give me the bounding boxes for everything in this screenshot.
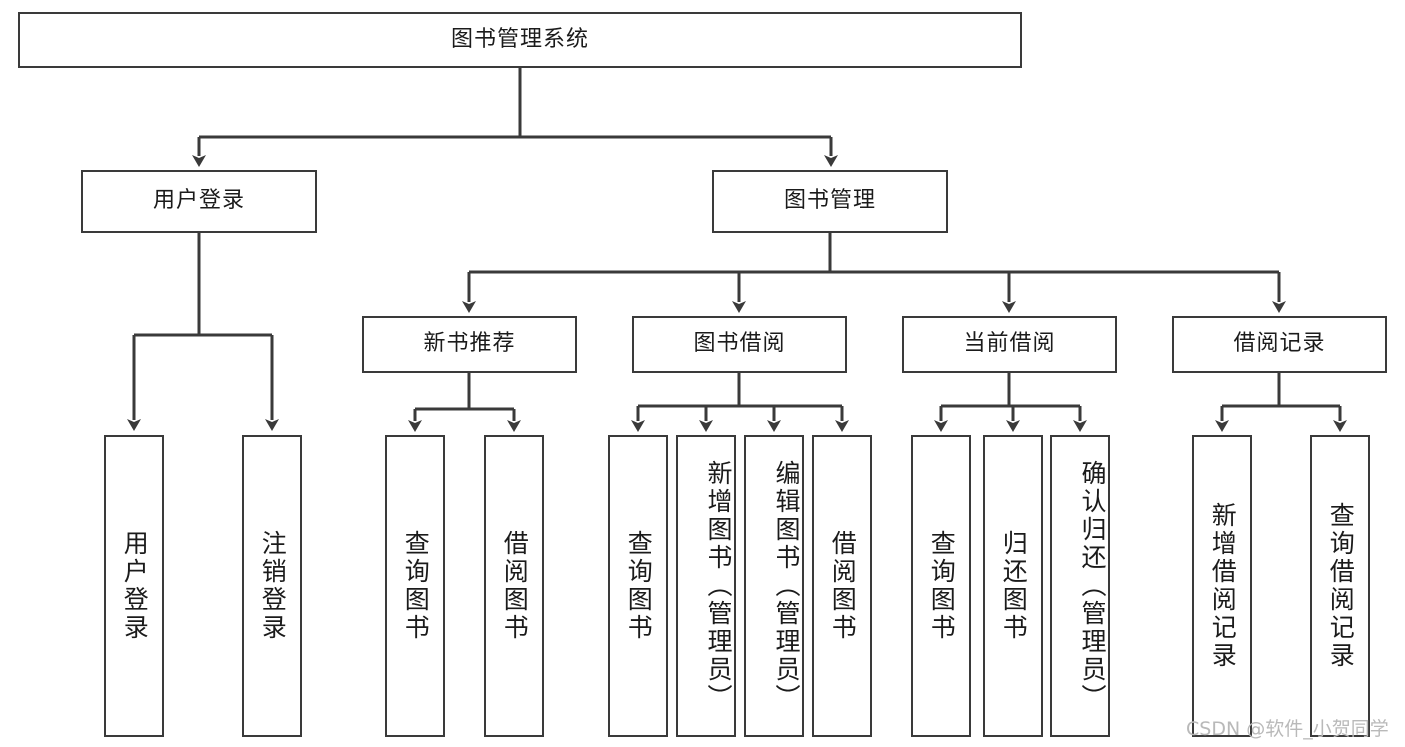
leaf-add-record[interactable]: 新增借阅记录 (1192, 435, 1252, 737)
node-book-manage[interactable]: 图书管理 (712, 170, 948, 233)
leaf-query-record[interactable]: 查询借阅记录 (1310, 435, 1370, 737)
node-borrow-record[interactable]: 借阅记录 (1172, 316, 1387, 373)
node-user-login[interactable]: 用户登录 (81, 170, 317, 233)
leaf-borrow-book-1[interactable]: 借阅图书 (484, 435, 544, 737)
leaf-borrow-book-2[interactable]: 借阅图书 (812, 435, 872, 737)
leaf-user-logout[interactable]: 注销登录 (242, 435, 302, 737)
leaf-edit-book[interactable]: 编辑图书（管理员） (744, 435, 804, 737)
csdn-watermark: CSDN @软件_小贺同学 (1186, 718, 1389, 740)
leaf-query-book-3[interactable]: 查询图书 (911, 435, 971, 737)
node-root[interactable]: 图书管理系统 (18, 12, 1022, 68)
leaf-confirm-return[interactable]: 确认归还（管理员） (1050, 435, 1110, 737)
node-book-borrow[interactable]: 图书借阅 (632, 316, 847, 373)
leaf-user-login[interactable]: 用户登录 (104, 435, 164, 737)
leaf-add-book[interactable]: 新增图书（管理员） (676, 435, 736, 737)
leaf-query-book-1[interactable]: 查询图书 (385, 435, 445, 737)
node-new-book-rec[interactable]: 新书推荐 (362, 316, 577, 373)
leaf-query-book-2[interactable]: 查询图书 (608, 435, 668, 737)
leaf-return-book[interactable]: 归还图书 (983, 435, 1043, 737)
node-current-borrow[interactable]: 当前借阅 (902, 316, 1117, 373)
